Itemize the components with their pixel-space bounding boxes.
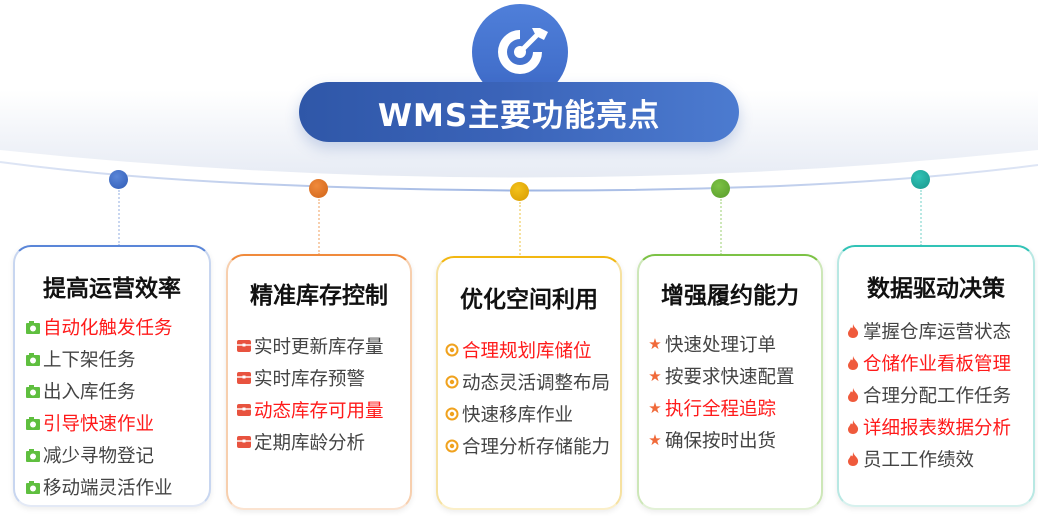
star-icon: ★ (648, 431, 662, 449)
list-item: 实时库存预警 (236, 362, 384, 394)
list-item: ★执行全程追踪 (648, 399, 777, 420)
camera-icon (25, 383, 41, 399)
card-title: 优化空间利用 (460, 287, 598, 313)
list-item: 动态灵活调整布局 (444, 366, 610, 398)
target-dot-icon (444, 374, 460, 390)
feature-card-efficiency: 提高运营效率 自动化触发任务 上下架任务 出入库任务 引导快速作业 减少寻物登记… (13, 245, 211, 507)
camera-icon (25, 351, 41, 367)
star-icon: ★ (648, 367, 662, 385)
connector-blue (118, 190, 120, 246)
list-item: 引导快速作业 (25, 407, 173, 439)
list-item: 员工工作绩效 (845, 443, 1011, 475)
star-icon: ★ (648, 335, 662, 353)
target-arrow-icon (498, 28, 548, 74)
feature-card-space: 优化空间利用 合理规划库储位 动态灵活调整布局 快速移库作业 合理分析存储能力 (436, 256, 622, 510)
timeline-dot-orange (309, 179, 328, 198)
connector-teal (920, 190, 922, 246)
list-item: 合理规划库储位 (444, 334, 610, 366)
target-dot-icon (444, 438, 460, 454)
camera-icon (25, 319, 41, 335)
box-icon (236, 338, 252, 354)
flame-icon (845, 323, 861, 339)
card-title: 增强履约能力 (661, 283, 799, 309)
camera-icon (25, 479, 41, 495)
timeline-dot-yellow (510, 182, 529, 201)
list-item: ★快速处理订单 (648, 335, 777, 356)
list-item: 自动化触发任务 (25, 311, 173, 343)
list-item: 定期库龄分析 (236, 426, 384, 458)
card-title: 数据驱动决策 (867, 276, 1005, 302)
timeline-dot-teal (911, 170, 930, 189)
flame-icon (845, 355, 861, 371)
list-item: 详细报表数据分析 (845, 411, 1011, 443)
list-item: ★确保按时出货 (648, 431, 777, 452)
box-icon (236, 434, 252, 450)
list-item: 仓储作业看板管理 (845, 347, 1011, 379)
star-icon: ★ (648, 399, 662, 417)
list-item: 实时更新库存量 (236, 330, 384, 362)
page-title: WMS主要功能亮点 (377, 97, 661, 134)
camera-icon (25, 415, 41, 431)
timeline-dot-blue (109, 170, 128, 189)
feature-card-inventory: 精准库存控制 实时更新库存量 实时库存预警 动态库存可用量 定期库龄分析 (226, 254, 412, 510)
feature-card-fulfillment: 增强履约能力 ★快速处理订单 ★按要求快速配置 ★执行全程追踪 ★确保按时出货 (637, 254, 823, 510)
list-item: 移动端灵活作业 (25, 471, 173, 503)
timeline-dot-green (711, 179, 730, 198)
card-title: 精准库存控制 (250, 283, 388, 309)
list-item: 合理分配工作任务 (845, 379, 1011, 411)
list-item: 上下架任务 (25, 343, 173, 375)
list-item: 合理分析存储能力 (444, 430, 610, 462)
flame-icon (845, 451, 861, 467)
list-item: ★按要求快速配置 (648, 367, 795, 388)
list-item: 出入库任务 (25, 375, 173, 407)
list-item: 动态库存可用量 (236, 394, 384, 426)
connector-yellow (519, 202, 521, 258)
title-banner: WMS主要功能亮点 (299, 82, 739, 142)
list-item: 快速移库作业 (444, 398, 610, 430)
flame-icon (845, 419, 861, 435)
list-item: 掌握仓库运营状态 (845, 315, 1011, 347)
connector-green (720, 199, 722, 255)
flame-icon (845, 387, 861, 403)
camera-icon (25, 447, 41, 463)
card-title: 提高运营效率 (43, 276, 181, 302)
target-dot-icon (444, 406, 460, 422)
feature-card-data: 数据驱动决策 掌握仓库运营状态 仓储作业看板管理 合理分配工作任务 详细报表数据… (837, 245, 1035, 507)
connector-orange (318, 199, 320, 255)
box-icon (236, 370, 252, 386)
list-item: 减少寻物登记 (25, 439, 173, 471)
box-icon (236, 402, 252, 418)
target-dot-icon (444, 342, 460, 358)
